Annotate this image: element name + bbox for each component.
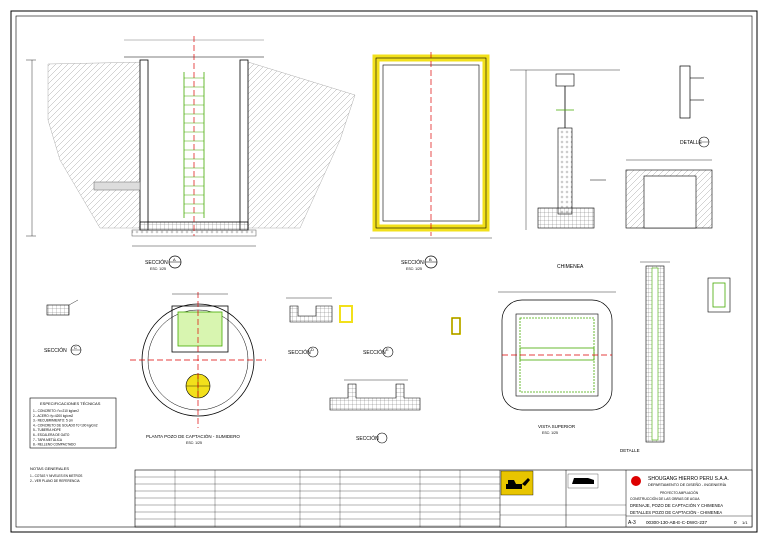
notes-item: 6.- ESCALERA DE GATO [33,433,70,437]
general-notes-item: 2.- VER PLANO DE REFERENCIA [30,479,80,483]
notes-item: 3.- RECUBRIMIENTO: 5 cm [33,419,73,423]
notes-item: 4.- CONCRETO DE SOLADO f'c=100 kg/cm2 [33,423,98,427]
ground-detail-drawing [625,159,713,229]
notes-box [29,397,117,449]
section-a-drawing [26,36,356,269]
section-c-drawing [46,299,82,356]
section-e-title: SECCIÓN [363,349,386,356]
profile-small-drawing [451,317,461,335]
title-block-frame [134,469,753,528]
excavator-logo-icon [506,478,530,489]
section-f-title: SECCIÓN [356,435,379,442]
tb-rev: 0 [734,520,737,525]
tb-drawing-no: 00300-130-AB-E-C-DWG-237 [646,520,707,525]
section-f-drawing [329,379,421,444]
tb-desc1: CONSTRUCCIÓN DE LAS OBRAS DE AGUA [630,496,700,501]
notes-item: 7.- TAPA METÁLICA [33,438,63,442]
chimenea-title: CHIMENEA [557,264,584,270]
company-logo-icon [631,476,641,486]
plan-pozo-scale: ESC: 1/25 [186,441,202,445]
plan-pozo-title: PLANTA POZO DE CAPTACIÓN - SUMIDERO [146,433,240,439]
vent-detail-title: DETALLE [680,140,703,146]
tb-sheet: 1/1 [742,520,748,525]
section-b-title: SECCIÓN [401,259,424,266]
train-logo-icon [572,478,594,484]
section-b-scale: ESC: 1/25 [406,267,422,271]
tb-department: DEPARTAMENTO DE DISEÑO - INGENIERÍA [648,482,727,487]
tb-company: SHOUGANG HIERRO PERU S.A.A. [648,476,729,482]
section-a-marker: A [173,257,176,262]
sheet-border-outer [10,10,758,533]
notes-item: 5.- TUBERÍA HDPE [33,428,61,432]
notes-item: 8.- RELLENO COMPACTADO [33,443,76,447]
section-d-marker: D [311,347,314,352]
tb-desc2: DRENAJE, POZO DE CAPTACIÓN Y CHIMENEA [630,503,723,508]
section-c-marker: C [74,345,77,350]
notes-item: 2.- ACERO: fy=4200 kg/cm2 [33,414,73,418]
plan-pozo-drawing [130,292,266,428]
notes-item: 1.- CONCRETO: f'c=210 kg/cm2 [33,409,79,413]
tb-project: PROYECTO AMPLIACIÓN [660,490,699,495]
section-a-scale: ESC: 1/25 [150,267,166,271]
section-e-marker: E [386,347,389,352]
section-b-marker: B [429,257,432,262]
vista-superior-scale: ESC: 1/25 [542,431,558,435]
vent-detail-drawing [679,65,710,148]
general-notes-title: NOTAS GENERALES [30,466,69,471]
section-a-title: SECCIÓN [145,259,168,266]
section-d-title: SECCIÓN [288,349,311,356]
vista-superior-title: VISTA SUPERIOR [538,424,576,429]
tb-desc3: DETALLES POZO DE CAPTACIÓN - CHIMENEA [630,510,722,515]
general-notes-item: 1.- COTAS Y NIVELES EN METROS [30,474,82,478]
notes-title: ESPECIFICACIONES TÉCNICAS [40,401,101,406]
chimenea-elevation-drawing [640,261,731,443]
tb-sheet-size: A-3 [628,520,636,526]
section-d-drawing [286,297,394,358]
detail-tuberia-title: DETALLE [620,448,640,453]
section-c-title: SECCIÓN [44,347,67,354]
vista-superior-drawing [498,291,616,411]
section-b-drawing [370,52,492,269]
chimenea-drawing [510,69,620,230]
